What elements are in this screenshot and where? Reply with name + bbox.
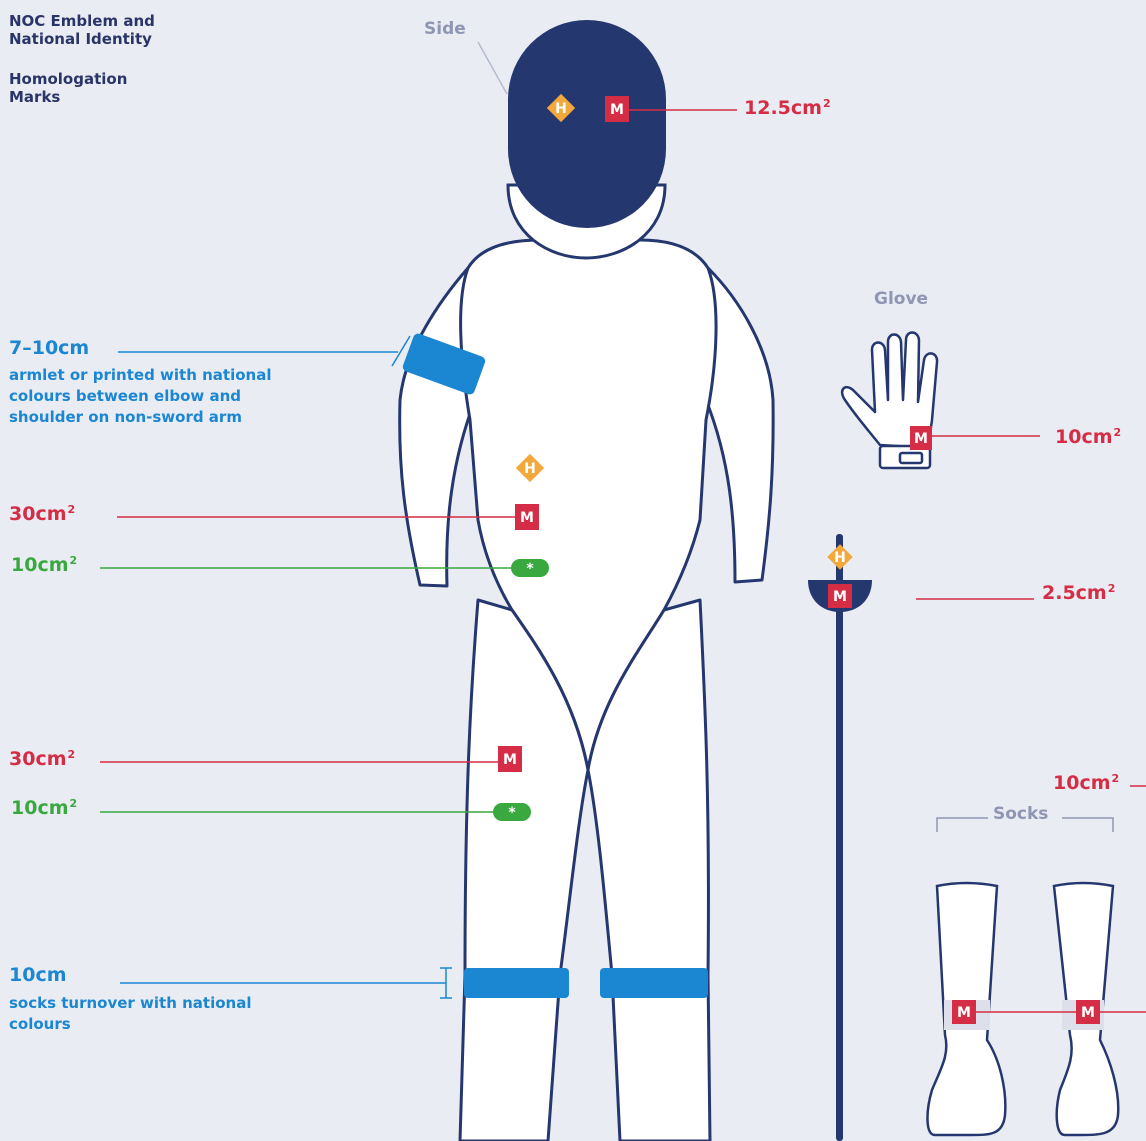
manufacturer-mark-sock-left: M	[952, 1000, 976, 1024]
manufacturer-mark-trousers: M	[498, 746, 522, 772]
trousers-noc-measure: 10cm2	[11, 797, 77, 819]
weapon-blade	[836, 534, 843, 1141]
svg-text:M: M	[503, 752, 517, 768]
svg-text:M: M	[1081, 1005, 1095, 1021]
svg-text:M: M	[520, 510, 534, 526]
socks	[927, 818, 1118, 1135]
armlet-description: armlet or printed with national colours …	[9, 365, 299, 428]
legend-noc-emblem: NOC Emblem and National Identity	[9, 12, 179, 48]
svg-text:H: H	[524, 461, 536, 477]
trousers-manufacturer-measure: 30cm2	[9, 748, 75, 770]
svg-text:H: H	[555, 101, 567, 117]
jacket-manufacturer-measure: 30cm2	[9, 503, 75, 525]
manufacturer-mark-sock-right: M	[1076, 1000, 1100, 1024]
manufacturer-mark-jacket: M	[515, 504, 539, 530]
glove-measure: 10cm2	[1055, 426, 1121, 448]
svg-text:M: M	[833, 589, 847, 605]
manufacturer-mark-glove: M	[910, 426, 932, 450]
legend-homologation-marks: Homologation Marks	[9, 70, 179, 106]
noc-mark-jacket: *	[511, 559, 549, 577]
noc-mark-trousers: *	[493, 803, 531, 821]
socks-turnover-description: socks turnover with national colours	[9, 993, 279, 1035]
svg-text:*: *	[508, 805, 516, 821]
manufacturer-mark-mask: M	[605, 96, 629, 122]
svg-text:M: M	[610, 102, 624, 118]
svg-text:H: H	[834, 550, 846, 566]
mask-measure: 12.5cm2	[744, 97, 831, 119]
socks-label: Socks	[993, 804, 1048, 824]
side-label: Side	[424, 19, 466, 39]
mask	[508, 20, 666, 258]
socks-measure: 10cm2	[1053, 772, 1119, 794]
manufacturer-mark-weapon: M	[828, 584, 852, 608]
svg-text:*: *	[526, 561, 534, 577]
sock-band-left	[464, 968, 569, 998]
svg-text:M: M	[957, 1005, 971, 1021]
jacket-noc-measure: 10cm2	[11, 554, 77, 576]
armlet-measure: 7–10cm	[9, 337, 89, 359]
mask-mesh	[508, 20, 666, 228]
glove-label: Glove	[874, 289, 928, 309]
svg-text:M: M	[914, 431, 928, 447]
weapon-measure: 2.5cm2	[1042, 582, 1115, 604]
homologation-mark-weapon: H	[827, 544, 852, 569]
weapon	[808, 534, 872, 1141]
socks-turnover-measure: 10cm	[9, 964, 67, 986]
sock-band-right	[600, 968, 708, 998]
